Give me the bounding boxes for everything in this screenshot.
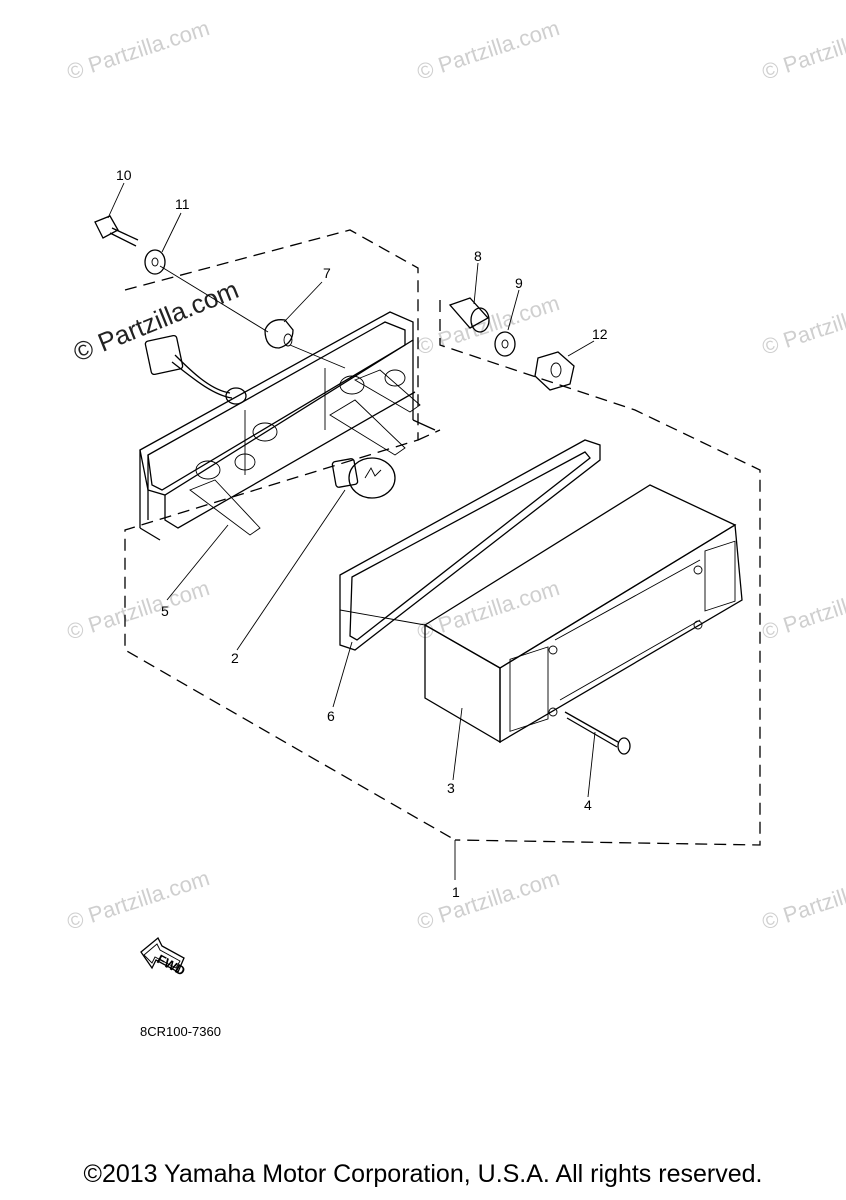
callout-6: 6 bbox=[327, 708, 335, 724]
callout-11: 11 bbox=[175, 196, 190, 212]
watermark-group: © Partzilla.com © Partzilla.com © Partzi… bbox=[64, 15, 846, 935]
watermark: © Partzilla.com bbox=[414, 15, 563, 85]
fwd-label: FWD bbox=[155, 951, 188, 978]
fwd-arrow-icon: FWD bbox=[140, 936, 188, 979]
callout-10: 10 bbox=[116, 167, 132, 183]
callout-7: 7 bbox=[323, 265, 331, 281]
watermark-dark: © Partzilla.com bbox=[69, 274, 243, 367]
callout-9: 9 bbox=[515, 275, 523, 291]
watermark: © Partzilla.com bbox=[759, 290, 846, 360]
bulb bbox=[331, 457, 396, 499]
leader-lines bbox=[107, 182, 596, 798]
watermark: © Partzilla.com bbox=[759, 15, 846, 85]
callout-3: 3 bbox=[447, 780, 455, 796]
watermark: © Partzilla.com bbox=[414, 865, 563, 935]
callout-12: 12 bbox=[592, 326, 608, 342]
watermark: © Partzilla.com bbox=[64, 575, 213, 645]
mounting-hardware-left bbox=[94, 215, 294, 349]
mounting-hardware-right bbox=[448, 297, 575, 391]
callout-4: 4 bbox=[584, 797, 592, 813]
callout-2: 2 bbox=[231, 650, 239, 666]
assembly-outline bbox=[124, 229, 761, 880]
watermark: © Partzilla.com bbox=[759, 575, 846, 645]
watermark: © Partzilla.com bbox=[759, 865, 846, 935]
callouts: 10 11 7 8 9 12 5 2 6 3 4 1 bbox=[116, 167, 608, 900]
watermark: © Partzilla.com bbox=[64, 865, 213, 935]
lens-screw bbox=[564, 711, 631, 755]
lens bbox=[423, 484, 743, 744]
drawing-code: 8CR100-7360 bbox=[140, 1024, 221, 1039]
callout-1: 1 bbox=[452, 884, 460, 900]
callout-5: 5 bbox=[161, 603, 169, 619]
copyright-notice: ©2013 Yamaha Motor Corporation, U.S.A. A… bbox=[83, 1160, 763, 1188]
lamp-base-housing bbox=[139, 311, 436, 541]
callout-8: 8 bbox=[474, 248, 482, 264]
gasket bbox=[339, 439, 601, 651]
watermark: © Partzilla.com bbox=[64, 15, 213, 85]
